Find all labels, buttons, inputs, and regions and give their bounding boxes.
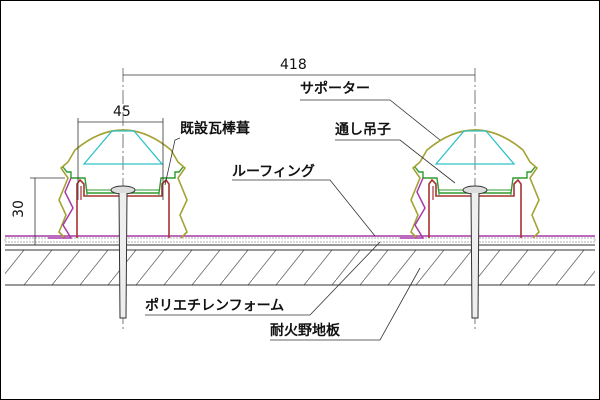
label-roofing: ルーフィング <box>232 164 315 180</box>
label-supporter: サポーター <box>300 81 370 97</box>
width-dimension: 45 <box>113 104 131 120</box>
label-fireproof-sheathing: 耐火野地板 <box>270 323 340 339</box>
label-through-clip: 通し吊子 <box>335 122 391 138</box>
pitch-dimension: 418 <box>280 57 307 73</box>
dimension-lines <box>30 74 475 341</box>
roofing-layers <box>4 235 596 286</box>
height-dimension: 30 <box>10 200 27 218</box>
right-seam <box>399 67 540 331</box>
label-polyethylene-foam: ポリエチレンフォーム <box>145 298 285 314</box>
label-existing-roof: 既設瓦棒葺 <box>180 121 250 137</box>
